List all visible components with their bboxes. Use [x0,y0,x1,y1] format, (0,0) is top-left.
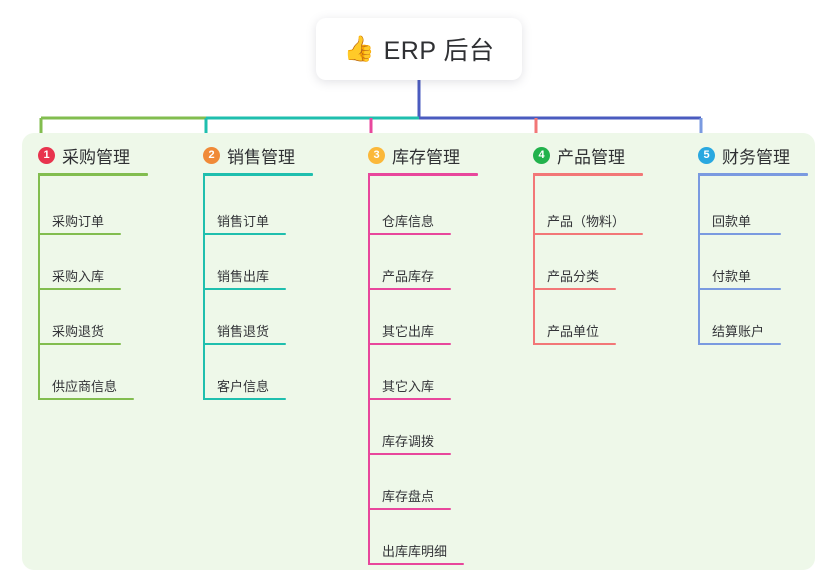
branch-item-label: 采购订单 [52,214,105,229]
branch-column-2: 2 销售管理销售订单销售出库销售退货客户信息 [203,133,313,570]
branch-number-badge: 4 [533,147,550,164]
branch-header-4[interactable]: 4 产品管理 [533,143,625,168]
root-node[interactable]: 👍 ERP 后台 [316,18,522,80]
branches-panel: 1 采购管理采购订单采购入库采购退货供应商信息 2 销售管理销售订单销售出库销售退货客… [22,133,815,570]
branch-item-label: 出库库明细 [382,544,448,559]
branch-column-4: 4 产品管理产品（物料） 产品分类产品单位 [533,133,643,570]
branch-item-label: 销售退货 [217,324,270,339]
branch-item-label: 采购入库 [52,269,105,284]
branch-item-underline [38,398,134,400]
branch-item-label: 销售出库 [217,269,270,284]
branch-item[interactable]: 销售订单 [203,203,286,235]
branch-item-label: 付款单 [712,269,752,284]
branch-header-2[interactable]: 2 销售管理 [203,143,295,168]
branch-column-3: 3 库存管理仓库信息产品库存其它出库其它入库库存调拨库存盘点出库库明细 [368,133,478,570]
branch-spine [38,173,40,400]
branch-item-label: 客户信息 [217,379,270,394]
branch-item[interactable]: 采购订单 [38,203,121,235]
branch-item[interactable]: 产品分类 [533,258,616,290]
branch-item[interactable]: 出库库明细 [368,533,464,565]
branch-item-underline [38,343,121,345]
branch-item-underline [203,288,286,290]
branch-item-underline [698,233,781,235]
branch-item[interactable]: 结算账户 [698,313,781,345]
branch-item[interactable]: 产品库存 [368,258,451,290]
branch-item-underline [203,398,286,400]
branch-spine [203,173,205,400]
branch-item[interactable]: 库存盘点 [368,478,451,510]
branch-header-3[interactable]: 3 库存管理 [368,143,460,168]
branch-header-1[interactable]: 1 采购管理 [38,143,130,168]
branch-item-underline [533,288,616,290]
branch-number-badge: 2 [203,147,220,164]
branch-item-underline [368,288,451,290]
branch-item-label: 产品（物料） [547,214,626,229]
branch-item[interactable]: 其它入库 [368,368,451,400]
branch-number-badge: 1 [38,147,55,164]
branch-item[interactable]: 采购入库 [38,258,121,290]
branch-item[interactable]: 客户信息 [203,368,286,400]
branch-item[interactable]: 供应商信息 [38,368,134,400]
branch-item-underline [38,233,121,235]
branch-item-label: 产品单位 [547,324,600,339]
branch-item-underline [698,343,781,345]
branch-spine [368,173,370,565]
branch-item-label: 销售订单 [217,214,270,229]
branch-item-underline [368,508,451,510]
branch-item[interactable]: 采购退货 [38,313,121,345]
branch-title: 财务管理 [722,148,790,167]
branch-underline [698,173,808,176]
branch-title: 产品管理 [557,148,625,167]
branch-item-label: 仓库信息 [382,214,435,229]
branch-spine [533,173,535,345]
branch-underline [203,173,313,176]
branch-item-label: 库存调拨 [382,434,435,449]
branch-header-5[interactable]: 5 财务管理 [698,143,790,168]
branch-title: 库存管理 [392,148,460,167]
branch-item-label: 其它出库 [382,324,435,339]
root-node-title: ERP 后台 [383,37,495,65]
branch-item[interactable]: 产品（物料） [533,203,643,235]
branch-item-underline [368,398,451,400]
branch-item-underline [533,233,643,235]
branch-item-label: 库存盘点 [382,489,435,504]
branch-item-underline [368,343,451,345]
thumbs-up-icon: 👍 [343,34,375,63]
branch-item-label: 供应商信息 [52,379,118,394]
branch-underline [533,173,643,176]
branch-item-underline [368,563,464,565]
branch-spine [698,173,700,345]
branch-number-badge: 5 [698,147,715,164]
branch-item-label: 回款单 [712,214,752,229]
branch-item[interactable]: 库存调拨 [368,423,451,455]
branch-underline [38,173,148,176]
branch-item-label: 其它入库 [382,379,435,394]
branch-item-underline [38,288,121,290]
branch-item-label: 结算账户 [712,324,765,339]
branch-column-5: 5 财务管理回款单付款单结算账户 [698,133,808,570]
branch-item-label: 产品分类 [547,269,600,284]
branch-item-underline [368,453,451,455]
branch-item[interactable]: 其它出库 [368,313,451,345]
branch-item[interactable]: 销售退货 [203,313,286,345]
branch-item-underline [368,233,451,235]
branch-item[interactable]: 付款单 [698,258,781,290]
branch-item-label: 采购退货 [52,324,105,339]
branch-underline [368,173,478,176]
branch-item[interactable]: 回款单 [698,203,781,235]
branch-title: 销售管理 [227,148,295,167]
branch-title: 采购管理 [62,148,130,167]
branch-item[interactable]: 仓库信息 [368,203,451,235]
branch-item[interactable]: 销售出库 [203,258,286,290]
branch-item-underline [533,343,616,345]
branch-item[interactable]: 产品单位 [533,313,616,345]
branch-column-1: 1 采购管理采购订单采购入库采购退货供应商信息 [38,133,148,570]
root-node-content: 👍 ERP 后台 [343,31,494,67]
branch-item-underline [203,343,286,345]
branch-item-underline [698,288,781,290]
branch-item-label: 产品库存 [382,269,435,284]
branch-number-badge: 3 [368,147,385,164]
branch-item-underline [203,233,286,235]
